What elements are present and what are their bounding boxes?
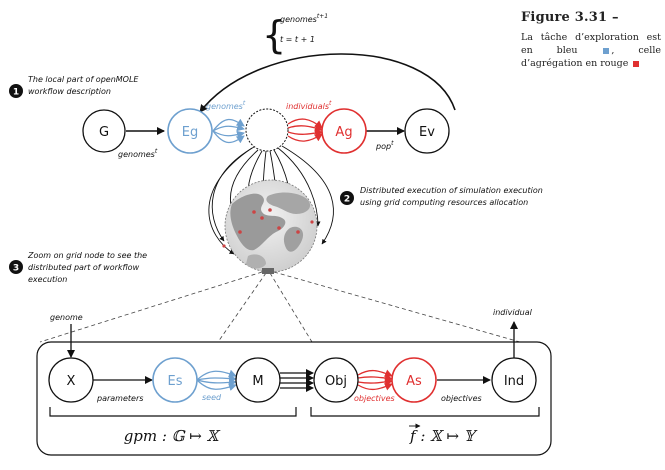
- update-genomes-sup: t+1: [317, 13, 328, 20]
- label-individuals-sup: t: [329, 100, 332, 107]
- step-1-line1: The local part of openMOLE: [28, 75, 139, 84]
- edges-m-obj: [280, 369, 314, 392]
- node-ev-label: Ev: [419, 125, 435, 140]
- node-x-label: X: [67, 374, 76, 389]
- node-obj: Obj: [313, 357, 359, 403]
- step-3-number: 3: [13, 264, 19, 274]
- node-es-label: Es: [168, 374, 183, 389]
- brace-icon: {: [262, 13, 286, 57]
- red-square-icon: [633, 60, 640, 67]
- zoom-node-icon: [262, 268, 274, 274]
- label-seed: seed: [202, 393, 222, 402]
- step-2-line2: using grid computing resources allocatio…: [360, 198, 528, 207]
- node-ag-label: Ag: [335, 125, 352, 140]
- node-g-label: G: [99, 125, 109, 140]
- svg-text:genomest: genomest: [206, 100, 246, 111]
- edges-obj-as: [357, 369, 393, 391]
- step-3-line2: distributed part of workflow: [28, 263, 140, 272]
- grid-node-box: [36, 341, 552, 456]
- formula-gpm: gpm : 𝔾 ↦ 𝕏: [124, 427, 221, 445]
- node-x: X: [48, 357, 94, 403]
- edges-aggregate: [287, 118, 323, 142]
- zoom-lines: [39, 271, 521, 343]
- blue-square-icon: [603, 47, 610, 54]
- svg-text:genomest: genomest: [118, 148, 158, 159]
- caption-text-1: La tâche d’exploration est en bleu: [521, 32, 661, 56]
- node-ind: Ind: [491, 357, 537, 403]
- step-3-line3: execution: [28, 275, 67, 284]
- label-genomes-blue: genomes: [206, 102, 243, 111]
- bracket-f: [310, 407, 540, 417]
- formula-f: f : 𝕏 ↦ 𝕐: [409, 427, 478, 445]
- step-2: 2 Distributed execution of simulation ex…: [340, 186, 543, 207]
- node-es: Es: [152, 357, 198, 403]
- node-eg-label: Eg: [182, 125, 198, 140]
- step-2-badge: [340, 191, 354, 205]
- node-m-label: M: [252, 374, 263, 389]
- label-genomes-blue-sup: t: [243, 100, 246, 107]
- exploration-transition: [245, 108, 289, 152]
- node-eg: Eg: [167, 108, 213, 154]
- label-genome: genome: [50, 313, 83, 322]
- node-ev: Ev: [404, 108, 450, 154]
- step-2-line1: Distributed execution of simulation exec…: [360, 186, 543, 195]
- label-individual: individual: [493, 308, 533, 317]
- step-3-line1: Zoom on grid node to see the: [27, 251, 147, 260]
- update-genomes: genomes: [280, 15, 317, 24]
- bracket-gpm: [49, 407, 297, 417]
- node-as-label: As: [406, 374, 422, 389]
- edges-eg-explore: [212, 118, 245, 144]
- step-3-badge: [9, 260, 23, 274]
- figure-description: La tâche d’exploration est en bleu , cel…: [521, 31, 661, 70]
- step-1: 1 The local part of openMOLE workflow de…: [9, 75, 139, 98]
- svg-text:popt: popt: [375, 140, 394, 151]
- formula-f-group: f : 𝕏 ↦ 𝕐: [409, 423, 478, 445]
- node-ag: Ag: [321, 108, 367, 154]
- node-m: M: [235, 357, 281, 403]
- globe-icon: [222, 179, 318, 273]
- update-rule: { genomest+1 t = t + 1: [262, 13, 328, 57]
- node-as: As: [391, 357, 437, 403]
- step-2-number: 2: [344, 195, 350, 205]
- loop-edge: [199, 53, 456, 113]
- edges-es-m: [196, 369, 237, 391]
- svg-text:genomest+1: genomest+1: [280, 13, 328, 24]
- node-ind-label: Ind: [504, 374, 524, 389]
- label-pop: pop: [375, 142, 391, 151]
- label-pop-sup: t: [391, 140, 394, 147]
- step-1-number: 1: [13, 88, 19, 98]
- label-individuals: individuals: [286, 102, 329, 111]
- step-1-badge: [9, 84, 23, 98]
- node-obj-label: Obj: [325, 374, 347, 389]
- figure-title: Figure 3.31 –: [521, 10, 619, 25]
- label-genomes-t: genomes: [118, 150, 155, 159]
- caption-text-2: , celle d’agrégation en rouge: [521, 45, 661, 69]
- step-3: 3 Zoom on grid node to see the distribut…: [9, 251, 147, 284]
- label-genomes-t-sup: t: [155, 148, 158, 155]
- step-1-line2: workflow description: [28, 87, 111, 96]
- label-objectives: objectives: [441, 394, 482, 403]
- label-parameters: parameters: [96, 394, 143, 403]
- label-objectives-red: objectives: [354, 394, 395, 403]
- update-t: t = t + 1: [280, 35, 315, 44]
- svg-text:individualst: individualst: [286, 100, 332, 111]
- node-g: G: [82, 109, 126, 153]
- figure-caption: Figure 3.31 – La tâche d’exploration est…: [521, 10, 661, 70]
